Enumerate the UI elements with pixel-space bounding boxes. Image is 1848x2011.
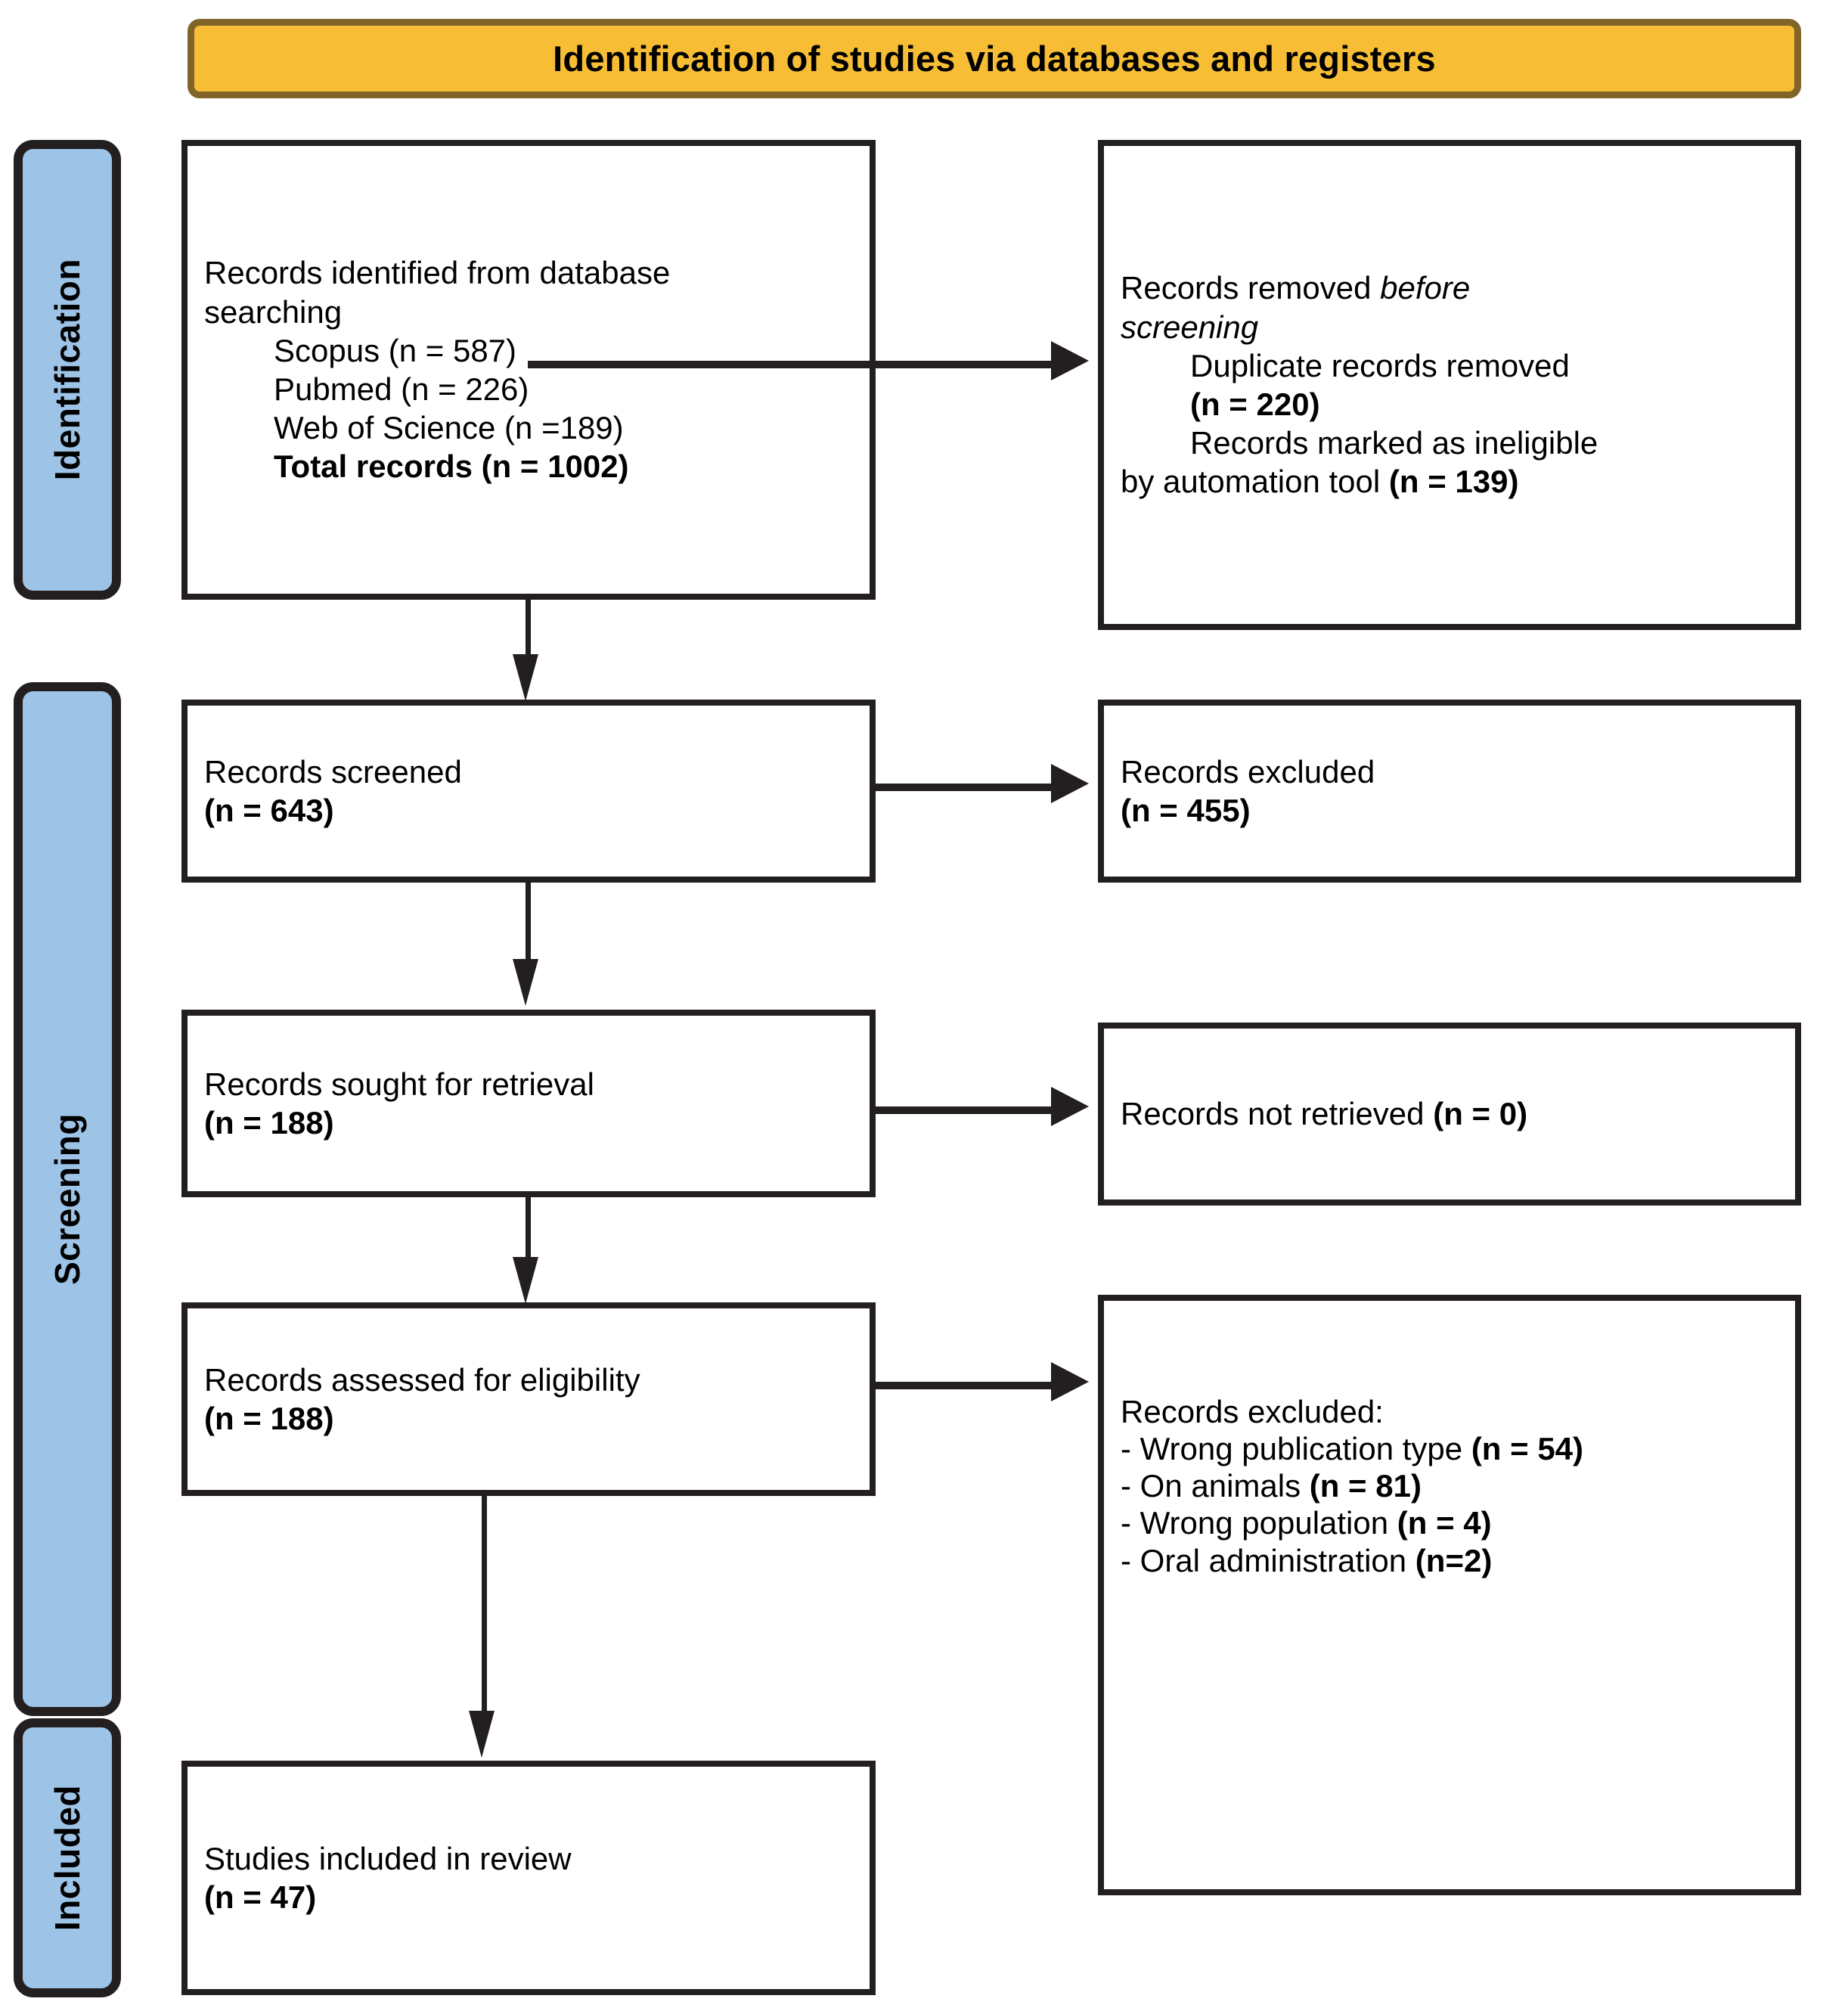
arrowhead-identified-to-screened: [513, 654, 538, 701]
diagram-header-banner: Identification of studies via databases …: [188, 19, 1801, 98]
records-sought-count: (n = 188): [204, 1105, 334, 1140]
stage-bar-screening: Screening: [14, 682, 121, 1716]
exclusion-reason-3-label: - Wrong population: [1121, 1505, 1397, 1541]
box-records-assessed: Records assessed for eligibility (n = 18…: [181, 1302, 876, 1496]
records-removed-duplicates-count: (n = 220): [1190, 386, 1320, 422]
studies-included-label: Studies included in review: [204, 1840, 572, 1876]
connector-sought-to-not-retrieved: [876, 1106, 1051, 1114]
connector-sought-to-assessed: [526, 1197, 531, 1264]
records-sought-label: Records sought for retrieval: [204, 1066, 594, 1102]
stage-label-included: Included: [48, 1784, 87, 1932]
stage-label-screening: Screening: [48, 1113, 87, 1285]
records-excluded-screening-count: (n = 455): [1121, 793, 1251, 828]
arrowhead-assessed-to-included: [469, 1711, 495, 1758]
records-screened-label: Records screened: [204, 753, 462, 790]
arrowhead-identified-to-removed: [1051, 341, 1089, 380]
records-not-retrieved-count: (n = 0): [1433, 1096, 1528, 1132]
records-removed-automation-label: Records marked as ineligible: [1190, 425, 1598, 461]
connector-identified-to-removed: [528, 361, 1051, 368]
records-excluded-screening-label: Records excluded: [1121, 753, 1375, 790]
connector-assessed-to-included: [482, 1496, 487, 1715]
records-identified-scopus: Scopus (n = 587): [274, 332, 517, 368]
stage-bar-included: Included: [14, 1718, 121, 1997]
exclusion-reason-1-count: (n = 54): [1471, 1431, 1584, 1467]
connector-assessed-to-excluded: [876, 1382, 1051, 1389]
records-identified-total: Total records (n = 1002): [274, 448, 629, 485]
box-studies-included: Studies included in review (n = 47): [181, 1761, 876, 1995]
box-records-identified: Records identified from database searchi…: [181, 140, 876, 600]
exclusion-reason-2-count: (n = 81): [1309, 1468, 1422, 1504]
exclusion-reason-1-label: - Wrong publication type: [1121, 1431, 1471, 1467]
records-identified-line2: searching: [204, 293, 343, 330]
box-records-sought: Records sought for retrieval (n = 188): [181, 1010, 876, 1197]
exclusion-reason-2-label: - On animals: [1121, 1468, 1310, 1504]
records-removed-duplicates-label: Duplicate records removed: [1190, 347, 1570, 383]
connector-screened-to-excluded: [876, 784, 1051, 791]
records-screened-count: (n = 643): [204, 793, 334, 828]
exclusion-reason-4-label: - Oral administration: [1121, 1542, 1415, 1578]
box-records-excluded-eligibility: Records excluded: - Wrong publication ty…: [1098, 1295, 1801, 1895]
arrowhead-screened-to-sought: [513, 959, 538, 1006]
arrowhead-sought-to-assessed: [513, 1257, 538, 1304]
records-excluded-eligibility-heading: Records excluded:: [1121, 1394, 1384, 1429]
exclusion-reason-3-count: (n = 4): [1397, 1505, 1492, 1541]
box-records-excluded-screening: Records excluded (n = 455): [1098, 700, 1801, 883]
box-records-not-retrieved: Records not retrieved (n = 0): [1098, 1023, 1801, 1206]
records-identified-pubmed: Pubmed (n = 226): [274, 371, 529, 407]
arrowhead-screened-to-excluded: [1051, 764, 1089, 803]
box-records-removed: Records removed before screening Duplica…: [1098, 140, 1801, 630]
exclusion-reason-4-count: (n=2): [1415, 1542, 1493, 1578]
connector-identified-to-screened: [526, 600, 531, 660]
records-removed-line1b: before: [1380, 270, 1471, 306]
records-not-retrieved-label: Records not retrieved: [1121, 1096, 1434, 1132]
records-assessed-count: (n = 188): [204, 1401, 334, 1436]
arrowhead-sought-to-not-retrieved: [1051, 1087, 1089, 1126]
box-records-screened: Records screened (n = 643): [181, 700, 876, 883]
records-assessed-label: Records assessed for eligibility: [204, 1361, 640, 1398]
records-removed-automation-line: by automation tool: [1121, 464, 1389, 500]
records-identified-wos: Web of Science (n =189): [274, 410, 624, 446]
stage-label-identification: Identification: [48, 259, 87, 481]
studies-included-count: (n = 47): [204, 1879, 317, 1915]
records-removed-line2: screening: [1121, 309, 1259, 345]
arrowhead-assessed-to-excluded: [1051, 1362, 1089, 1401]
records-removed-automation-count: (n = 139): [1388, 464, 1519, 500]
records-identified-line1: Records identified from database: [204, 255, 671, 291]
records-removed-line1a: Records removed: [1121, 270, 1381, 306]
connector-screened-to-sought: [526, 883, 531, 962]
diagram-title: Identification of studies via databases …: [553, 39, 1436, 79]
stage-bar-identification: Identification: [14, 140, 121, 600]
